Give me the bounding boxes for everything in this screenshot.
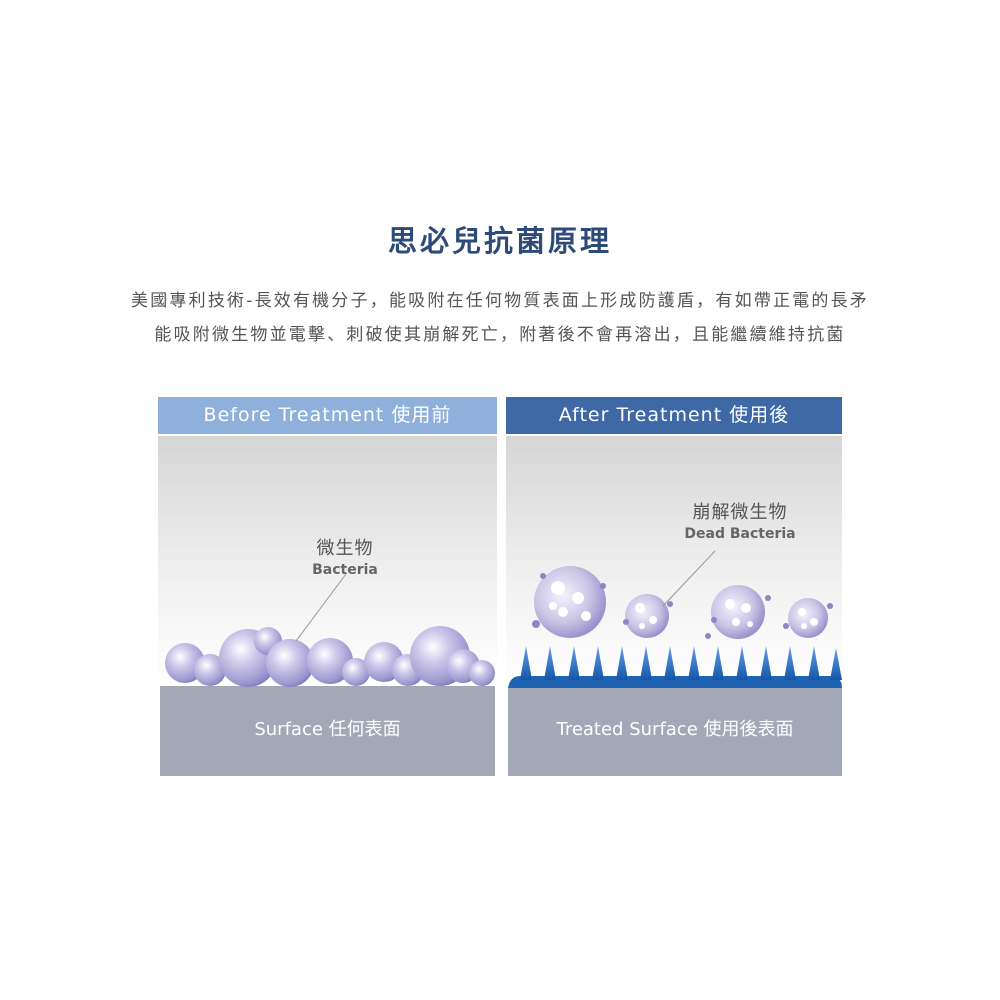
surface-label: Surface 任何表面 (254, 719, 401, 740)
bacterium (342, 658, 370, 686)
bacteria-label-en: Bacteria (312, 562, 378, 578)
bacterium (194, 654, 226, 686)
dead-bacterium (788, 598, 828, 638)
after-treatment-header: After Treatment 使用後 (506, 397, 842, 434)
before-bacteria-cluster (165, 626, 495, 687)
antimicrobial-spikes (520, 646, 842, 680)
page-title: 思必兒抗菌原理 (387, 224, 612, 258)
dead-bacteria-label-cn: 崩解微生物 (692, 502, 788, 523)
dead-bacteria-group (532, 566, 833, 639)
dead-bacterium (625, 594, 669, 638)
description-line-2: 能吸附微生物並電擊、刺破使其崩解死亡，附著後不會再溶出，且能繼續維持抗菌 (154, 325, 846, 345)
description-line-1: 美國專利技術-長效有機分子，能吸附在任何物質表面上形成防護盾，有如帶正電的長矛 (131, 291, 869, 311)
dead-bacteria-label-en: Dead Bacteria (684, 526, 796, 542)
dead-bacteria-pointer-line (662, 550, 716, 607)
treatment-diagram (158, 436, 842, 776)
before-surface (160, 686, 495, 776)
bacteria-label-cn: 微生物 (316, 538, 374, 559)
dead-bacterium (711, 585, 765, 639)
protective-layer (508, 676, 842, 688)
after-background (506, 436, 842, 686)
bacterium (266, 639, 314, 687)
before-treatment-header: Before Treatment 使用前 (158, 397, 497, 434)
bacterium (307, 638, 353, 684)
treated-surface-label: Treated Surface 使用後表面 (556, 719, 794, 740)
after-surface (508, 688, 842, 776)
bacterium (469, 660, 495, 686)
bacteria-pointer-line (295, 573, 347, 642)
